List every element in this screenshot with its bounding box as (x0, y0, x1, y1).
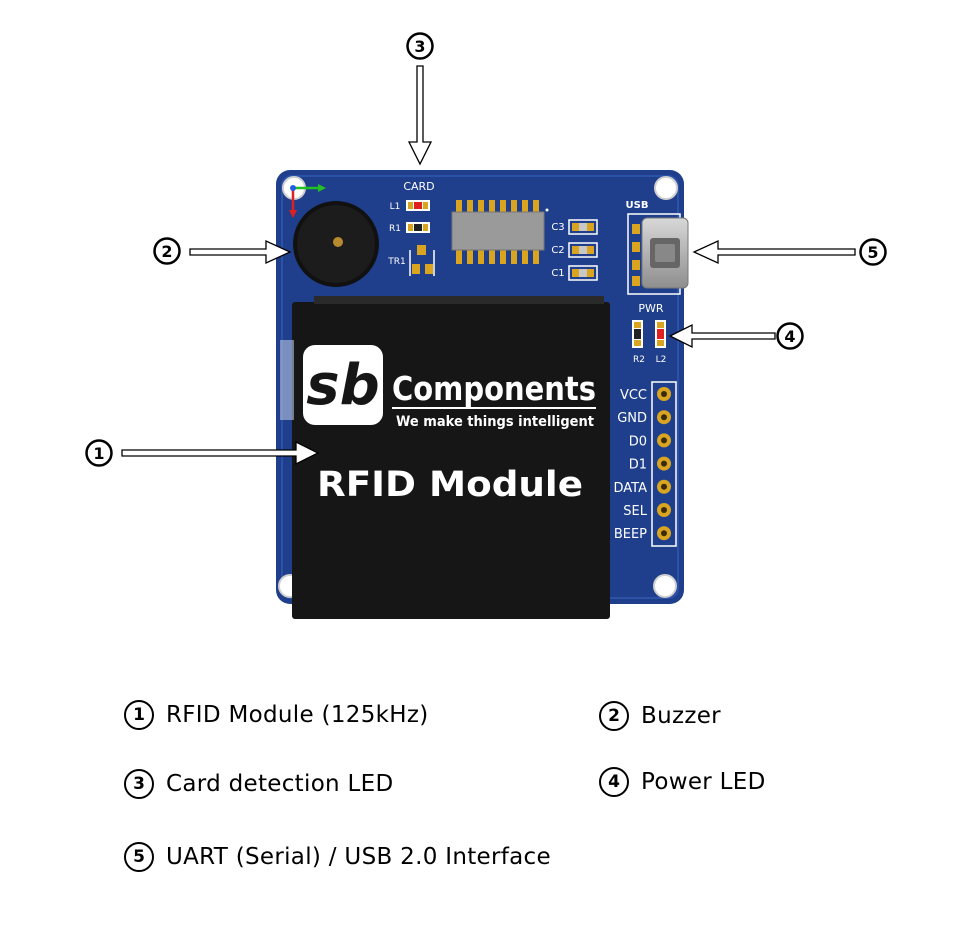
pin-label-d0: D0 (629, 434, 647, 449)
sb-logo: sb (303, 345, 383, 425)
callout-arrow-1 (121, 440, 320, 466)
power-led (655, 320, 666, 348)
legend-number: 5 (124, 842, 154, 872)
ic-pin (467, 250, 473, 264)
pin-hole (661, 460, 667, 467)
callout-5-number: 5 (867, 243, 878, 262)
ic-pin (489, 250, 495, 264)
ic-pin (500, 200, 506, 212)
legend-item-4: 4 Power LED (599, 767, 766, 797)
mounting-hole-top-right (654, 176, 678, 200)
legend-item-3: 3 Card detection LED (124, 769, 394, 799)
pin-label-vcc: VCC (620, 388, 647, 403)
pin-hole (661, 530, 667, 537)
silk-r1-label: R1 (389, 224, 401, 234)
pin-hole (661, 507, 667, 513)
legend-text: Buzzer (641, 703, 721, 729)
resistor-r2 (632, 320, 643, 348)
callout-4-number: 4 (784, 327, 795, 346)
ic-pin (511, 250, 517, 264)
silk-c1-label: C1 (551, 268, 564, 279)
pin-label-sel: SEL (623, 504, 647, 519)
resistor-r1 (406, 222, 430, 233)
ic-pin (522, 250, 528, 264)
silk-r2-label: R2 (633, 355, 645, 365)
pin-hole (661, 483, 667, 490)
silk-usb-label: USB (626, 200, 649, 211)
legend-number: 2 (599, 701, 629, 731)
ic-pin (522, 200, 528, 212)
usb-connector (627, 213, 689, 295)
sb-logo-text: sb (306, 353, 379, 418)
pin-hole (661, 414, 667, 421)
legend-text: UART (Serial) / USB 2.0 Interface (166, 844, 551, 870)
callout-5: 5 (859, 238, 887, 266)
brand-tagline: We make things intelligent (396, 414, 594, 430)
callout-arrow-3 (407, 65, 433, 166)
module-title: RFID Module (317, 465, 583, 505)
pin-label-d1: D1 (629, 458, 647, 473)
pin-header (651, 381, 677, 547)
ic-pin (478, 200, 484, 212)
mounting-hole-bottom-right (653, 574, 677, 598)
ic-pin (467, 200, 473, 212)
callout-3-number: 3 (414, 37, 425, 56)
silk-l2-label: L2 (656, 355, 667, 365)
silk-card-label: CARD (403, 180, 434, 193)
ic-pin (456, 250, 462, 264)
silk-pwr-label: PWR (638, 302, 664, 315)
callout-2-number: 2 (161, 242, 172, 261)
pin-hole (661, 391, 667, 397)
axis-gizmo (289, 184, 326, 218)
capacitor-c2 (568, 242, 598, 258)
callout-3: 3 (406, 32, 434, 60)
transistor-tr1 (409, 245, 435, 276)
legend-text: RFID Module (125kHz) (166, 702, 429, 728)
ic-pin (478, 250, 484, 264)
legend-item-5: 5 UART (Serial) / USB 2.0 Interface (124, 842, 551, 872)
capacitor-c3 (568, 219, 598, 235)
callout-2: 2 (153, 237, 181, 265)
silk-c2-label: C2 (551, 245, 564, 256)
legend-number: 1 (124, 700, 154, 730)
pin-hole (661, 437, 667, 444)
callout-1: 1 (85, 439, 113, 467)
legend-text: Card detection LED (166, 771, 394, 797)
buzzer (293, 201, 379, 287)
card-led (406, 200, 430, 211)
capacitor-c1 (568, 265, 598, 281)
legend-number: 4 (599, 767, 629, 797)
pin-label-data: DATA (614, 481, 648, 496)
legend-text: Power LED (641, 769, 766, 795)
legend-item-2: 2 Buzzer (599, 701, 721, 731)
pin-label-beep: BEEP (614, 527, 647, 542)
brand-name: Components (392, 369, 596, 408)
silk-tr1-label: TR1 (387, 257, 405, 267)
ic-pin (533, 200, 539, 212)
legend-number: 3 (124, 769, 154, 799)
ic-pin (511, 200, 517, 212)
ic-pin (489, 200, 495, 212)
callout-arrow-5 (692, 239, 856, 265)
ic-pin (500, 250, 506, 264)
silk-c3-label: C3 (551, 222, 564, 233)
callout-4: 4 (776, 322, 804, 350)
legend-item-1: 1 RFID Module (125kHz) (124, 700, 429, 730)
callout-arrow-4 (668, 323, 776, 349)
ic-pin (456, 200, 462, 212)
ic-chip (451, 200, 549, 264)
pin-label-gnd: GND (617, 411, 647, 426)
ic-pin (533, 250, 539, 264)
silk-l1-label: L1 (390, 202, 401, 212)
callout-arrow-2 (189, 239, 292, 265)
callout-1-number: 1 (93, 444, 104, 463)
